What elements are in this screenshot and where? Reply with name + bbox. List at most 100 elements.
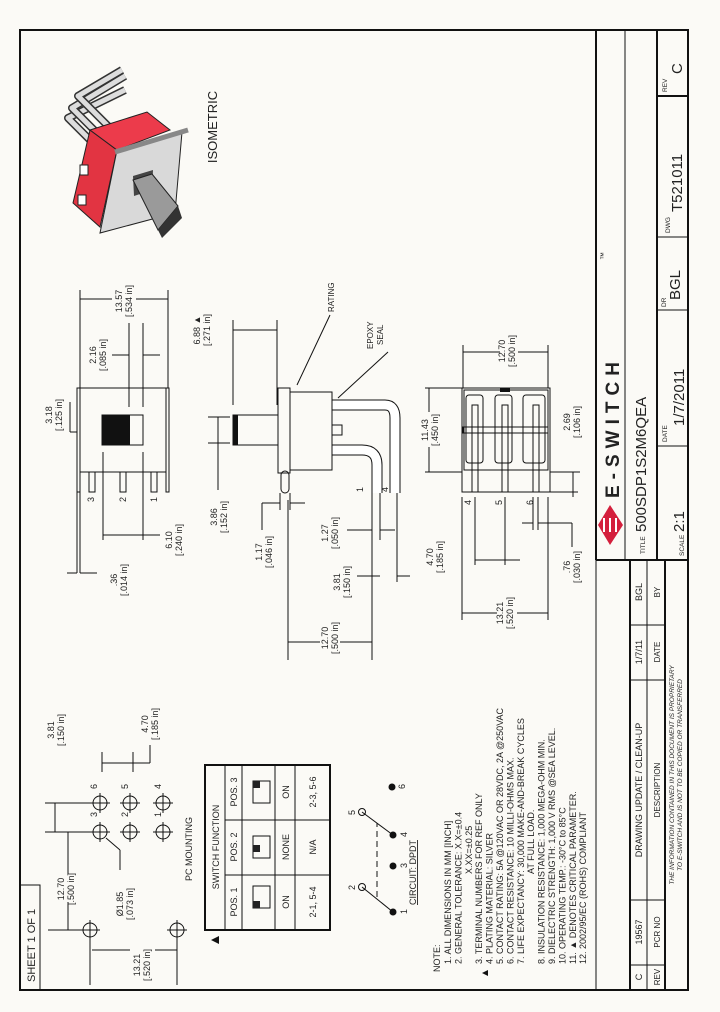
housing-top bbox=[88, 111, 172, 151]
connection-cell: 2-3, 5-6 bbox=[308, 776, 318, 807]
dimension-label: 11.43[.450 in] bbox=[420, 414, 440, 446]
mounting-hole bbox=[153, 793, 173, 813]
dimension-mm: .76 bbox=[562, 561, 572, 574]
note-line: AT FULL LOAD. bbox=[526, 810, 536, 874]
sheet-box bbox=[19, 884, 41, 991]
actuator bbox=[102, 415, 130, 445]
terminal-common bbox=[358, 808, 366, 816]
critical-triangle-icon bbox=[211, 936, 219, 944]
isometric-label: ISOMETRIC bbox=[205, 91, 220, 163]
proprietary-line: THE INFORMATION CONTAINED IN THIS DOCUME… bbox=[669, 665, 676, 885]
pcr-header: PCR NO bbox=[653, 916, 662, 947]
dimension-label: 4.70[.185 in] bbox=[425, 541, 445, 573]
dimension-mm: 3.81 bbox=[46, 721, 56, 739]
dimension-line bbox=[105, 837, 121, 851]
terminal-dot bbox=[388, 783, 396, 791]
dimension-inch: [.150 in] bbox=[56, 714, 66, 746]
pin-label: 1 bbox=[149, 497, 159, 502]
pin-label: 4 bbox=[463, 500, 473, 505]
dimension-inch: [.271 in] bbox=[202, 314, 212, 346]
dimension-label: 6.88 ▲[.271 in] bbox=[192, 314, 212, 346]
dimension-mm: 6.88 ▲ bbox=[192, 316, 202, 345]
dimension-label: 1.27[.050 in] bbox=[320, 517, 340, 549]
dwg-label: DWG bbox=[665, 217, 672, 233]
dimension-inch: [.014 in] bbox=[119, 564, 129, 596]
connection-cell: N/A bbox=[308, 839, 318, 854]
drawing-frame bbox=[19, 29, 689, 991]
position-label: POS. 1 bbox=[229, 887, 239, 916]
dimension-label: 1.17[.046 in] bbox=[254, 536, 274, 568]
pin-label: 5 bbox=[494, 500, 504, 505]
note-line: 5. CONTACT RATING: 5A @120VAC OR 28VDC, … bbox=[495, 707, 505, 964]
note-line: X.XX=±0.25 bbox=[464, 826, 474, 874]
dimension-mm: 13.57 bbox=[114, 290, 124, 313]
title-block: TITLE 500SDP1S2M6QEA SCALE 2:1 DATE 1/7/… bbox=[595, 30, 688, 560]
hole-label: 2 bbox=[120, 812, 130, 817]
hole-label: 4 bbox=[153, 784, 163, 789]
terminal-common bbox=[358, 883, 366, 891]
dimension-mm: 1.17 bbox=[254, 543, 264, 561]
dimension-label: .76[.030 in] bbox=[562, 551, 582, 583]
dimension-inch: [.125 in] bbox=[54, 399, 64, 431]
rev-cell: C bbox=[634, 973, 644, 980]
notes-heading: NOTE: bbox=[432, 944, 442, 972]
brand-name: E-SWITCH bbox=[603, 356, 624, 498]
slider-pos3-icon bbox=[252, 780, 271, 804]
pcr-cell: 19567 bbox=[634, 919, 644, 944]
note-line: 12. 2002/95/EC (ROHS) COMPLIANT bbox=[578, 811, 588, 964]
slider-pos2-icon bbox=[252, 835, 271, 859]
dimension-mm: 12.70 bbox=[320, 627, 330, 650]
dimension-inch: [.240 in] bbox=[174, 524, 184, 556]
note-line: 9. DIELECTRIC STRENGTH: 1,000 V RMS @SEA… bbox=[547, 728, 557, 964]
dimension-line bbox=[296, 314, 331, 386]
note-line: 2. GENERAL TOLERANCE: X.X=±0.4 bbox=[453, 812, 463, 964]
front-view: 3 2 1 bbox=[76, 387, 170, 502]
date-label: DATE bbox=[662, 424, 669, 442]
note-line: 6. CONTACT RESISTANCE: 10 MILLI-OHMS MAX… bbox=[505, 757, 515, 964]
dimension-inch: [.050 in] bbox=[330, 517, 340, 549]
notes: NOTE: 1. ALL DIMENSIONS IN MM [INCH]2. G… bbox=[432, 707, 588, 976]
dimension-label: 2.69[.106 in] bbox=[562, 406, 582, 438]
dimension-mm: 13.21 bbox=[495, 602, 505, 625]
state-cell: NONE bbox=[281, 834, 291, 860]
terminal-label: 5 bbox=[347, 810, 357, 815]
dimension-mm: 12.70 bbox=[56, 878, 66, 901]
note-line: 7. LIFE EXPECTANCY: 30,000 MAKE-AND-BREA… bbox=[516, 718, 526, 964]
dimension-label: .36[.014 in] bbox=[109, 564, 129, 596]
dimension-inch: [.046 in] bbox=[264, 536, 274, 568]
pin-label: 6 bbox=[525, 500, 535, 505]
scale-value: 2:1 bbox=[671, 511, 688, 532]
hole-label: 1 bbox=[153, 812, 163, 817]
dr-value: BGL bbox=[667, 270, 684, 300]
mounting-hole bbox=[153, 822, 173, 842]
trademark: ™ bbox=[599, 252, 608, 260]
date-header: DATE bbox=[653, 642, 662, 663]
position-label: POS. 2 bbox=[229, 832, 239, 861]
part-number: 500SDP1S2M6QEA bbox=[633, 397, 650, 532]
dwg-value: T521011 bbox=[669, 154, 686, 212]
note-line: 4. PLATING MATERIAL: SILVER bbox=[485, 832, 495, 964]
dimension-inch: [.500 in] bbox=[66, 873, 76, 905]
dimension-mm: 1.27 bbox=[320, 524, 330, 542]
mounting-hole bbox=[167, 920, 187, 940]
by-header: BY bbox=[653, 586, 662, 597]
circuit-diagram: 1 2 3 4 5 6 CIRCUIT: DPDT bbox=[347, 783, 418, 916]
title-label: TITLE bbox=[640, 536, 647, 554]
state-cell: ON bbox=[281, 895, 291, 909]
dimension-label: Ø1.85[.073 in] bbox=[115, 888, 135, 920]
note-line: 3. TERMINAL NUMBERS FOR REF ONLY bbox=[474, 793, 484, 964]
dimension-mm: 3.86 bbox=[209, 508, 219, 526]
dimension-inch: [.500 in] bbox=[507, 335, 517, 367]
dimension-inch: [.073 in] bbox=[125, 888, 135, 920]
note-line: 11. ▲ DENOTES CRITICAL PARAMETER. bbox=[568, 791, 578, 964]
switch-function-table: SWITCH FUNCTION POS. 1 POS. 2 POS. 3 ON … bbox=[204, 764, 331, 944]
dimension-label: 3.81[.150 in] bbox=[46, 714, 66, 746]
drawing-lines bbox=[45, 290, 597, 990]
connection-cell: 2-1, 5-4 bbox=[308, 886, 318, 917]
dimension-label: 3.18[.125 in] bbox=[44, 399, 64, 431]
pc-mounting-view: PC MOUNTING 3 2 1 6 5 4 bbox=[80, 784, 194, 940]
pin-label: 2 bbox=[118, 497, 128, 502]
pc-mounting-label: PC MOUNTING bbox=[184, 817, 194, 881]
